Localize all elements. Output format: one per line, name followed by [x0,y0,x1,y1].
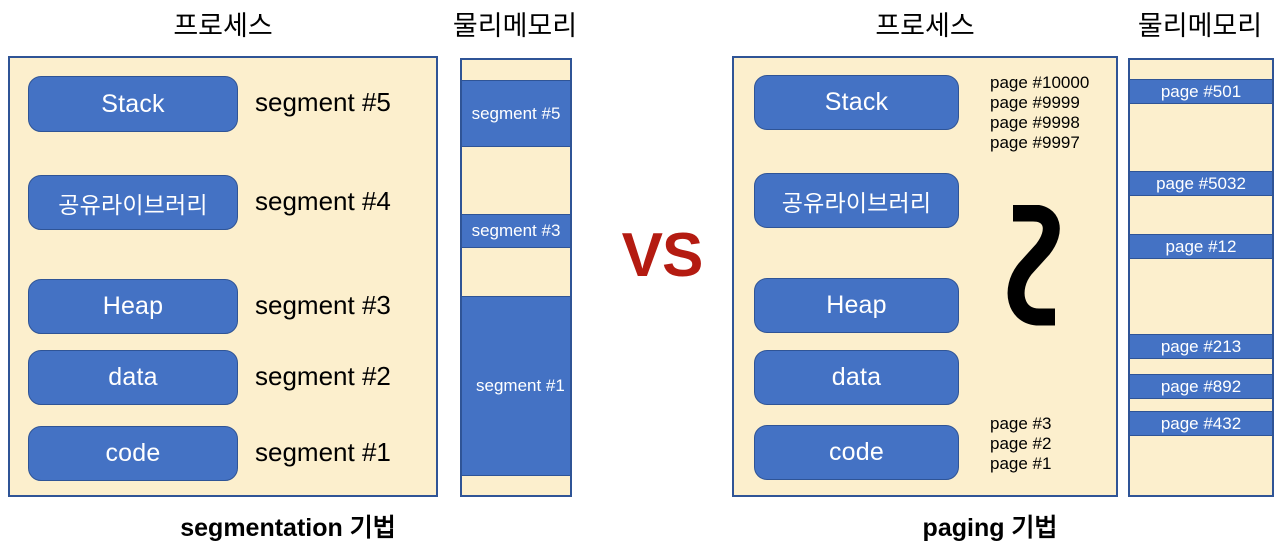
right-top-page-list: page #10000 page #9999 page #9998 page #… [990,73,1089,153]
left-mem-block-segment1: segment #1 [462,296,570,476]
right-chip-heap[interactable]: Heap [754,278,959,333]
right-mem-block-page213: page #213 [1130,334,1272,359]
right-chip-code[interactable]: code [754,425,959,480]
left-chip-shared-library[interactable]: 공유라이브러리 [28,175,238,230]
left-memory-heading: 물리메모리 [452,11,578,41]
right-process-heading: 프로세스 [875,11,975,41]
right-chip-data[interactable]: data [754,350,959,405]
right-mem-block-page12: page #12 [1130,234,1272,259]
squiggle-s-curve-icon [995,204,1075,340]
right-mem-block-page892: page #892 [1130,374,1272,399]
left-chip-data[interactable]: data [28,350,238,405]
left-caption: segmentation 기법 [180,514,396,542]
page-list-item: page #10000 [990,73,1090,92]
left-process-heading: 프로세스 [173,11,273,41]
page-list-item: page #3 [990,414,1052,433]
page-list-item: page #9997 [990,133,1080,152]
right-chip-shared-library[interactable]: 공유라이브러리 [754,173,959,228]
page-list-item: page #9999 [990,93,1080,112]
right-caption: paging 기법 [922,514,1058,542]
vs-label: VS [621,221,704,290]
right-mem-block-page432: page #432 [1130,411,1272,436]
right-mem-block-page501: page #501 [1130,79,1272,104]
right-mem-block-page5032: page #5032 [1130,171,1272,196]
left-mem-block-segment5: segment #5 [462,80,570,147]
left-seg-label-3: segment #3 [255,290,391,320]
left-seg-label-4: segment #4 [255,186,391,216]
page-list-item: page #9998 [990,113,1080,132]
left-chip-stack[interactable]: Stack [28,76,238,132]
left-seg-label-2: segment #2 [255,361,391,391]
right-bottom-page-list: page #3 page #2 page #1 [990,414,1051,474]
right-memory-heading: 물리메모리 [1137,11,1263,41]
left-mem-block-segment3: segment #3 [462,214,570,248]
page-list-item: page #2 [990,434,1052,453]
left-seg-label-5: segment #5 [255,87,391,117]
right-chip-stack[interactable]: Stack [754,75,959,130]
left-chip-code[interactable]: code [28,426,238,481]
left-chip-heap[interactable]: Heap [28,279,238,334]
left-seg-label-1: segment #1 [255,437,391,467]
page-list-item: page #1 [990,454,1052,473]
